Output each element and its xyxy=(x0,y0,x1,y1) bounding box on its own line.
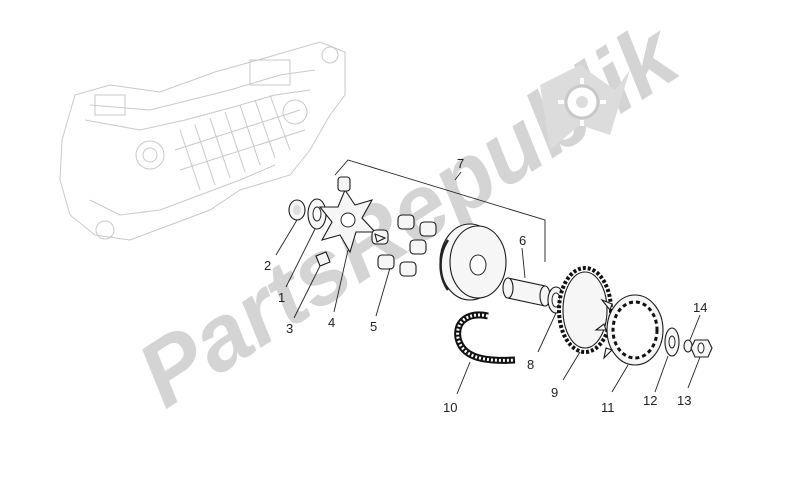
callout-8: 8 xyxy=(527,357,534,372)
part-10-belt xyxy=(454,311,516,364)
part-1-washer xyxy=(307,198,327,230)
callout-9: 9 xyxy=(551,385,558,400)
callout-1: 1 xyxy=(278,290,285,305)
callout-7: 7 xyxy=(457,156,464,171)
part-11-fan-pulley xyxy=(594,294,664,366)
leader-lines xyxy=(275,219,701,395)
part-6-bushing xyxy=(502,277,551,307)
part-7-bracket xyxy=(334,159,546,262)
crankcase-outline xyxy=(59,41,346,241)
part-13-nut xyxy=(690,339,713,358)
part-3-slider xyxy=(315,251,331,267)
drive-pulley xyxy=(439,223,507,301)
part-14-washer xyxy=(683,339,693,353)
part-12-washer xyxy=(664,327,680,357)
callout-4: 4 xyxy=(328,315,335,330)
callout-5: 5 xyxy=(370,319,377,334)
part-9-gear-plate xyxy=(557,266,613,354)
gear-flag-icon xyxy=(540,65,630,150)
callout-labels: 2 1 3 4 5 6 7 8 9 10 11 12 13 14 xyxy=(264,156,707,415)
callout-12: 12 xyxy=(643,393,657,408)
callout-11: 11 xyxy=(601,400,615,415)
part-5-rollers xyxy=(371,214,437,277)
callout-10: 10 xyxy=(443,400,457,415)
part-4-ramp-plate xyxy=(318,176,377,254)
callout-6: 6 xyxy=(519,233,526,248)
callout-14: 14 xyxy=(693,300,707,315)
callout-2: 2 xyxy=(264,258,271,273)
callout-3: 3 xyxy=(286,321,293,336)
part-2-bearing xyxy=(288,199,306,221)
callout-13: 13 xyxy=(677,393,691,408)
